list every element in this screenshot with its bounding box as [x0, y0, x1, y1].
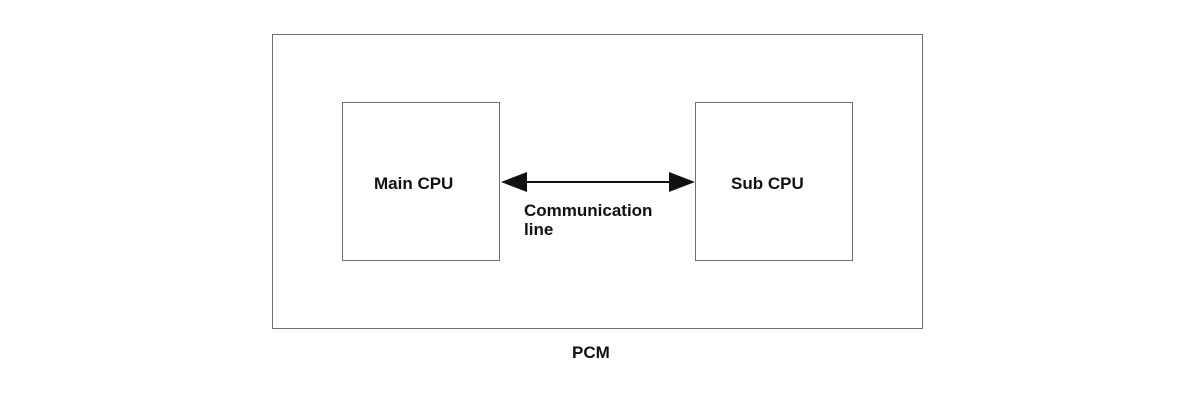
- communication-line-label: Communication line: [524, 201, 694, 239]
- pcm-label: PCM: [572, 343, 610, 362]
- sub-cpu-box: [695, 102, 853, 261]
- sub-cpu-label: Sub CPU: [731, 174, 804, 193]
- main-cpu-box: [342, 102, 500, 261]
- main-cpu-label: Main CPU: [374, 174, 454, 193]
- communication-label-line1: Communication: [524, 201, 653, 220]
- pcm-frame: [272, 34, 923, 329]
- communication-label-line2: line: [524, 220, 554, 239]
